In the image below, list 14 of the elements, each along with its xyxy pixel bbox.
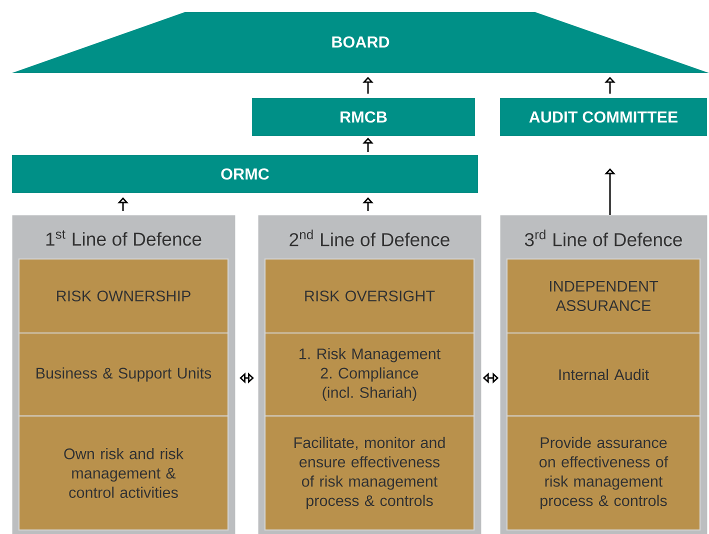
role-cell: RISK OWNERSHIP bbox=[18, 258, 229, 334]
role-cell: Facilitate, monitor and ensure effectiveness of risk management process & controls bbox=[264, 415, 475, 531]
role-cell: INDEPENDENT ASSURANCE bbox=[506, 258, 701, 334]
committee-bar: AUDIT COMMITTEE bbox=[500, 98, 707, 136]
committee-bar: RMCB bbox=[252, 98, 475, 136]
committee-bar: ORMC bbox=[12, 155, 478, 193]
role-cell: 1. Risk Management 2. Compliance (incl. Shariah) bbox=[264, 332, 475, 416]
role-cell: Internal Audit bbox=[506, 332, 701, 416]
role-cell: Provide assurance on effectiveness of risk management process & controls bbox=[506, 415, 701, 531]
role-cell: Own risk and risk management & control activities bbox=[18, 415, 229, 531]
roof-band: BOARD bbox=[12, 12, 709, 73]
role-cell: Business & Support Units bbox=[18, 332, 229, 416]
role-cell: RISK OVERSIGHT bbox=[264, 258, 475, 334]
block-arrow bbox=[240, 372, 254, 384]
